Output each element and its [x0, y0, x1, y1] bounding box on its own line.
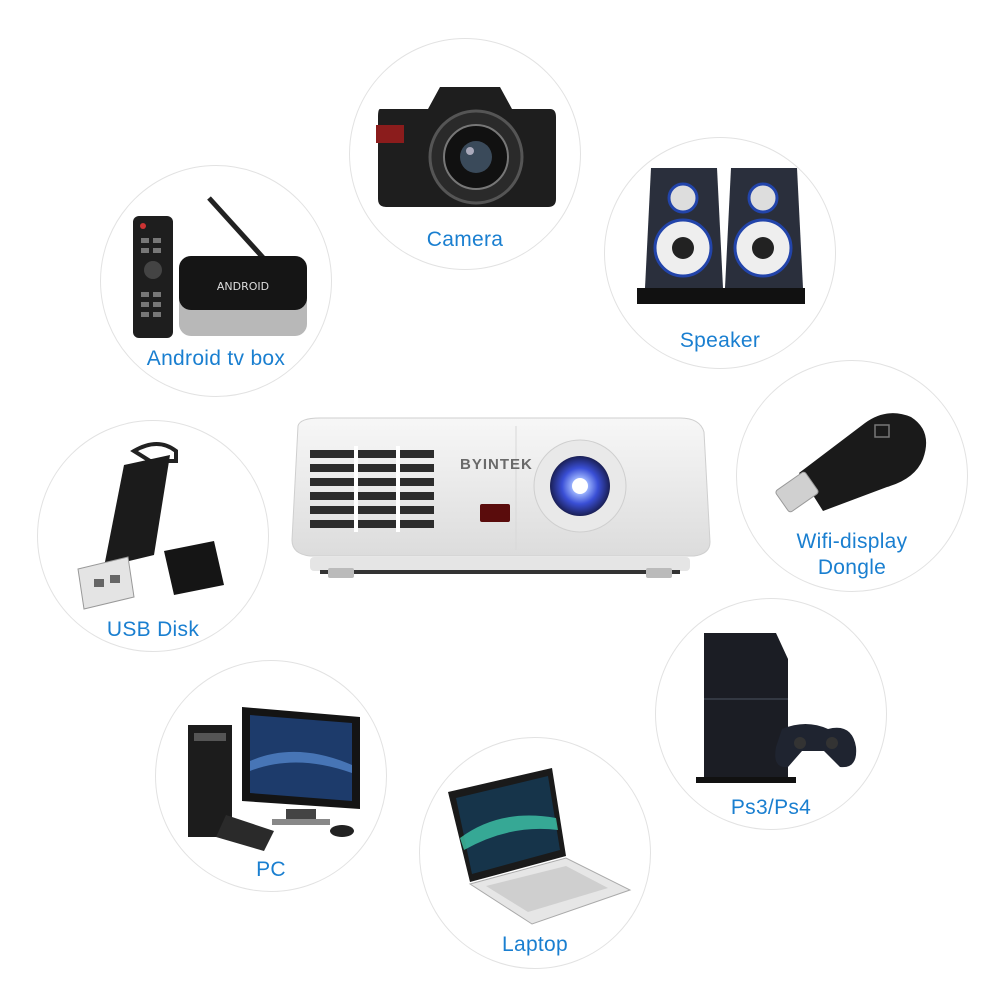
speaker-label: Speaker — [679, 329, 761, 352]
android-card: ANDROID Android tv box — [100, 165, 332, 397]
game-console-icon — [696, 633, 857, 783]
speaker-card: Speaker — [604, 137, 836, 369]
usb-label: USB Disk — [106, 618, 200, 641]
usb-disk-card: USB Disk — [37, 420, 269, 652]
svg-text:ANDROID: ANDROID — [217, 280, 269, 293]
wifi-dongle-card: Wifi-display Dongle — [736, 360, 968, 592]
ps-label: Ps3/Ps4 — [730, 796, 812, 819]
projector-icon — [291, 417, 711, 578]
android-tv-box-icon: ANDROID — [133, 196, 307, 338]
wifi-label-line2: Dongle — [817, 556, 887, 579]
laptop-label: Laptop — [501, 933, 569, 956]
pc-label: PC — [256, 858, 286, 881]
pc-card: PC — [155, 660, 387, 892]
speaker-icon — [637, 168, 805, 304]
android-label: Android tv box — [146, 347, 286, 370]
wifi-label-line1: Wifi-display — [796, 530, 908, 553]
usb-disk-icon — [77, 442, 224, 610]
brand-logo: BYINTEK — [460, 456, 533, 473]
laptop-icon — [448, 768, 632, 925]
camera-icon — [376, 87, 556, 207]
ps-card: Ps3/Ps4 — [655, 598, 887, 830]
desktop-pc-icon — [188, 707, 360, 851]
camera-card: Camera — [349, 38, 581, 270]
projector: BYINTEK — [280, 412, 720, 582]
laptop-card: Laptop — [419, 737, 651, 969]
wifi-dongle-icon — [775, 413, 927, 513]
camera-label: Camera — [426, 228, 504, 251]
